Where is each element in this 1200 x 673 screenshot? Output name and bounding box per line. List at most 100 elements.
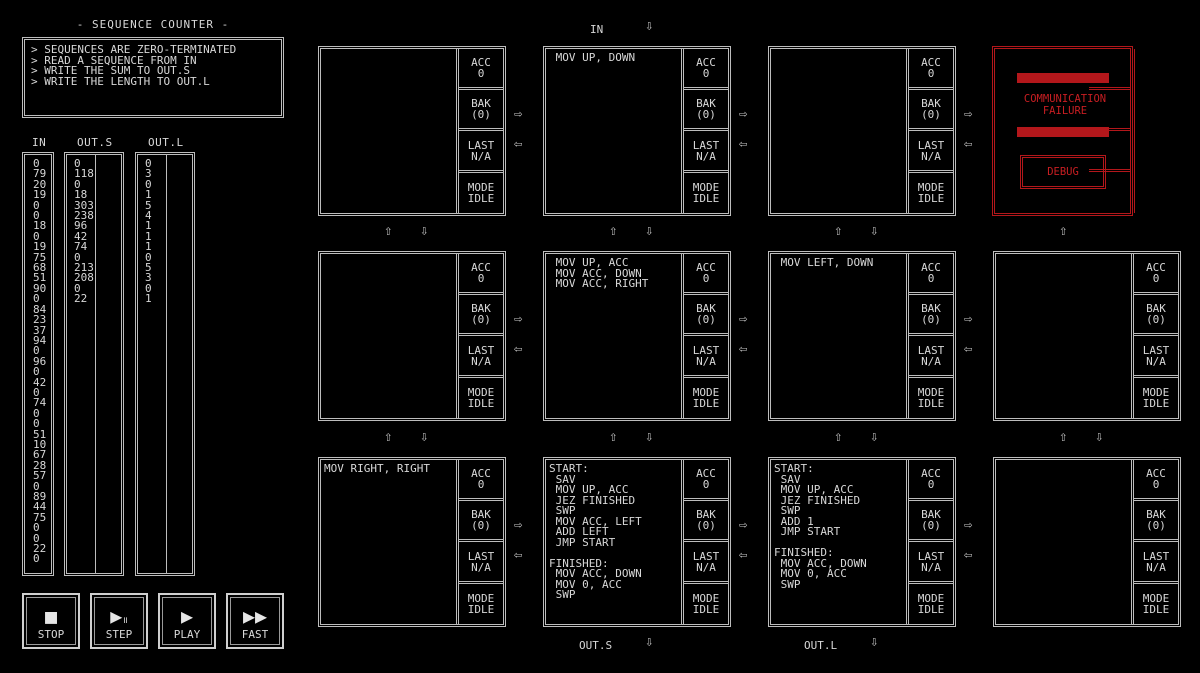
left-arrow-icon: ⇦ [739,136,748,152]
last-label: LAST [692,550,720,563]
mode-value: IDLE [917,397,945,410]
mode-label: MODE [467,592,495,605]
up-arrow-icon: ⇧ [609,223,618,239]
mode-value: IDLE [917,603,945,616]
acc-label: ACC [471,56,491,69]
up-arrow-icon: ⇧ [609,429,618,445]
failed-node[interactable]: COMMUNICATION FAILURE DEBUG [992,46,1135,216]
node-code-editor[interactable] [996,460,1134,624]
mode-value: IDLE [467,397,495,410]
mode-label: MODE [692,592,720,605]
last-label: LAST [692,139,720,152]
left-arrow-icon: ⇦ [964,547,973,563]
last-label: LAST [917,344,945,357]
mode-label: MODE [917,592,945,605]
bak-register: BAK(0) [909,501,953,542]
last-label: LAST [917,139,945,152]
up-arrow-icon: ⇧ [384,223,393,239]
step-button[interactable]: ▶॥ STEP [90,593,148,649]
failure-side-cell [1089,172,1130,213]
left-arrow-icon: ⇦ [514,547,523,563]
node-code-editor[interactable] [321,49,459,213]
node-code-editor[interactable] [771,49,909,213]
down-arrow-icon: ⇩ [420,223,429,239]
debug-button[interactable]: DEBUG [1020,155,1106,189]
bak-value: (0) [696,313,716,326]
node-code-editor[interactable] [321,254,459,418]
acc-label: ACC [471,467,491,480]
mode-label: MODE [917,386,945,399]
play-label: PLAY [173,628,201,641]
node-code-editor[interactable]: MOV LEFT, DOWN [771,254,909,418]
node-code-editor[interactable]: MOV RIGHT, RIGHT [321,460,459,624]
puzzle-title: - SEQUENCE COUNTER - [76,18,230,31]
compute-node: START: SAV MOV UP, ACC JEZ FINISHED SWP … [768,457,956,627]
acc-value: 0 [477,67,485,80]
right-arrow-icon: ⇨ [739,106,748,122]
bak-label: BAK [471,508,491,521]
node-code-editor[interactable]: MOV UP, DOWN [546,49,684,213]
node-code-editor[interactable]: START: SAV MOV UP, ACC JEZ FINISHED SWP … [546,460,684,624]
last-label: LAST [1142,344,1170,357]
node-code-editor[interactable] [996,254,1134,418]
down-arrow-icon: ⇩ [420,429,429,445]
last-value: N/A [921,561,941,574]
acc-label: ACC [921,56,941,69]
left-arrow-icon: ⇦ [514,341,523,357]
bak-value: (0) [921,519,941,532]
acc-value: 0 [1152,272,1160,285]
step-label: STEP [105,628,133,641]
play-button[interactable]: ▶ PLAY [158,593,216,649]
puzzle-description: > SEQUENCES ARE ZERO-TERMINATED > READ A… [22,37,284,118]
failure-bar [1017,127,1109,137]
bak-value: (0) [696,519,716,532]
stop-icon: ■ [44,604,58,628]
bak-label: BAK [696,302,716,315]
node-code-editor[interactable]: MOV UP, ACC MOV ACC, DOWN MOV ACC, RIGHT [546,254,684,418]
bak-value: (0) [471,108,491,121]
left-arrow-icon: ⇦ [739,341,748,357]
last-value: N/A [1146,355,1166,368]
bak-value: (0) [471,313,491,326]
acc-label: ACC [921,467,941,480]
acc-value: 0 [477,272,485,285]
step-icon: ▶॥ [110,604,128,628]
bak-label: BAK [471,97,491,110]
bak-register: BAK(0) [684,501,728,542]
stop-button[interactable]: ■ STOP [22,593,80,649]
acc-label: ACC [1146,261,1166,274]
node-code-editor[interactable]: START: SAV MOV UP, ACC JEZ FINISHED SWP … [771,460,909,624]
fast-button[interactable]: ▶▶ FAST [226,593,284,649]
up-arrow-icon: ⇧ [834,223,843,239]
failure-bar [1017,73,1109,83]
acc-value: 0 [477,478,485,491]
out-l-port-label: OUT.L [804,639,838,652]
last-value: N/A [921,355,941,368]
bak-register: BAK(0) [684,295,728,336]
last-value: N/A [696,561,716,574]
play-icon: ▶ [180,604,194,628]
fast-forward-icon: ▶▶ [242,604,268,628]
mode-label: MODE [1142,386,1170,399]
mode-value: IDLE [692,603,720,616]
bak-label: BAK [696,97,716,110]
bak-value: (0) [1146,313,1166,326]
mode-label: MODE [692,386,720,399]
